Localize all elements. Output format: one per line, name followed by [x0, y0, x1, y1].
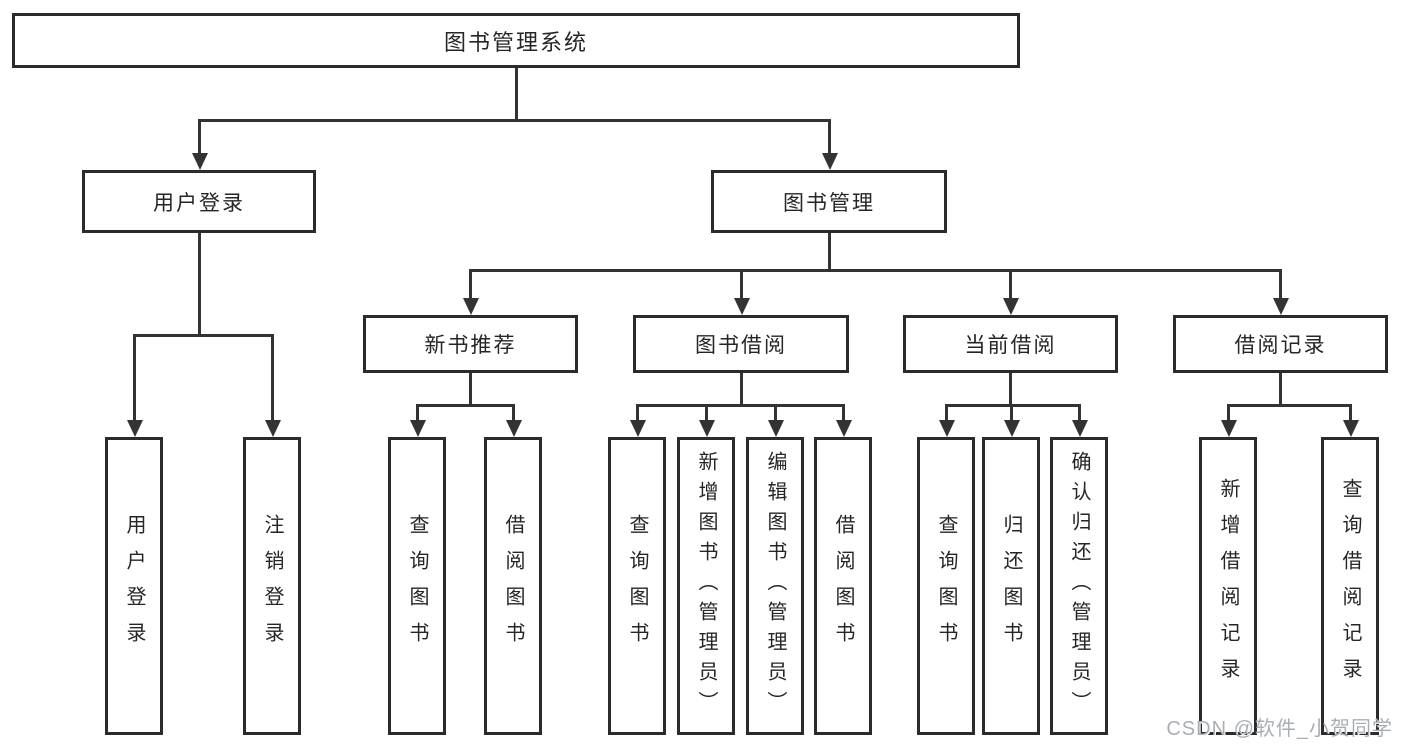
- connector-userlogin-stem: [198, 233, 201, 336]
- leaf-label: 编辑图书（管理员）: [764, 451, 786, 721]
- connector-drop: [740, 269, 743, 299]
- node-label: 图书管理: [783, 191, 875, 215]
- node-book-management: 图书管理: [711, 170, 947, 233]
- node-label: 借阅记录: [1234, 334, 1327, 357]
- arrowhead-down-icon: [463, 298, 479, 315]
- arrowhead-down-icon: [192, 153, 208, 170]
- connector-userlogin-branch: [133, 334, 273, 337]
- connector-drop: [1078, 404, 1081, 422]
- leaf-label: 查询图书: [626, 514, 648, 658]
- arrowhead-down-icon: [1003, 298, 1019, 315]
- node-label: 用户登录: [153, 191, 245, 215]
- connector-drop: [469, 269, 472, 299]
- node-label: 图书管理系统: [443, 29, 588, 55]
- leaf-label: 确认归还（管理员）: [1068, 451, 1090, 721]
- leaf-current-return-books: 归还图书: [982, 437, 1040, 735]
- node-library-management-system: 图书管理系统: [12, 13, 1020, 68]
- node-current-borrowing: 当前借阅: [903, 315, 1118, 373]
- leaf-newbook-query-books: 查询图书: [388, 437, 446, 735]
- leaf-borrow-query-books: 查询图书: [608, 437, 666, 735]
- leaf-newbook-borrow-books: 借阅图书: [484, 437, 542, 735]
- node-user-login: 用户登录: [82, 170, 316, 233]
- node-borrowing-records: 借阅记录: [1173, 315, 1388, 373]
- connector-root-stem: [515, 68, 518, 120]
- leaf-user-login: 用户登录: [105, 437, 163, 735]
- connector-root-branch: [198, 119, 831, 122]
- connector-bookmgmt-stem: [828, 233, 831, 272]
- leaf-label: 借阅图书: [502, 514, 524, 658]
- connector-drop: [1227, 404, 1230, 422]
- leaf-borrow-borrow-books: 借阅图书: [814, 437, 872, 735]
- connector-drop: [198, 119, 201, 155]
- connector-drop: [1009, 269, 1012, 299]
- arrowhead-down-icon: [410, 420, 426, 437]
- leaf-current-query-books: 查询图书: [917, 437, 975, 735]
- connector-borrow-stem: [740, 373, 743, 407]
- connector-drop: [416, 404, 419, 422]
- connector-drop: [1010, 404, 1013, 422]
- arrowhead-down-icon: [127, 420, 143, 437]
- arrowhead-down-icon: [1273, 298, 1289, 315]
- connector-records-branch: [1227, 404, 1351, 407]
- connector-drop: [1279, 269, 1282, 299]
- leaf-logout-login: 注销登录: [243, 437, 301, 735]
- arrowhead-down-icon: [506, 420, 522, 437]
- leaf-label: 查询图书: [406, 514, 428, 658]
- leaf-label: 新增借阅记录: [1217, 478, 1239, 694]
- connector-records-stem: [1279, 373, 1282, 407]
- arrowhead-down-icon: [1221, 420, 1237, 437]
- connector-drop: [512, 404, 515, 422]
- node-label: 新书推荐: [424, 334, 517, 357]
- arrowhead-down-icon: [836, 420, 852, 437]
- connector-bookmgmt-branch: [469, 269, 1282, 272]
- connector-drop: [828, 119, 831, 155]
- leaf-current-confirm-return-admin: 确认归还（管理员）: [1050, 437, 1108, 735]
- leaf-label: 用户登录: [123, 514, 145, 658]
- leaf-label: 借阅图书: [832, 514, 854, 658]
- leaf-records-add-record: 新增借阅记录: [1199, 437, 1257, 735]
- connector-borrow-branch: [636, 404, 845, 407]
- leaf-label: 查询借阅记录: [1339, 478, 1361, 694]
- arrowhead-down-icon: [1343, 420, 1359, 437]
- connector-drop: [945, 404, 948, 422]
- leaf-label: 查询图书: [935, 514, 957, 658]
- csdn-watermark: CSDN @软件_小贺同学: [1166, 718, 1393, 740]
- connector-drop: [1349, 404, 1352, 422]
- connector-newbook-stem: [469, 373, 472, 407]
- arrowhead-down-icon: [699, 420, 715, 437]
- arrowhead-down-icon: [822, 153, 838, 170]
- arrowhead-down-icon: [768, 420, 784, 437]
- node-label: 图书借阅: [695, 334, 787, 357]
- connector-drop: [842, 404, 845, 422]
- connector-drop: [774, 404, 777, 422]
- leaf-label: 归还图书: [1000, 514, 1022, 658]
- node-new-book-recommend: 新书推荐: [363, 315, 578, 373]
- leaf-borrow-add-books-admin: 新增图书（管理员）: [677, 437, 735, 735]
- arrowhead-down-icon: [939, 420, 955, 437]
- leaf-records-query-record: 查询借阅记录: [1321, 437, 1379, 735]
- arrowhead-down-icon: [1004, 420, 1020, 437]
- leaf-label: 注销登录: [261, 514, 283, 658]
- connector-drop: [133, 334, 136, 421]
- connector-newbook-branch: [416, 404, 515, 407]
- node-book-borrowing: 图书借阅: [633, 315, 849, 373]
- connector-drop: [705, 404, 708, 422]
- leaf-label: 新增图书（管理员）: [695, 451, 717, 721]
- arrowhead-down-icon: [630, 420, 646, 437]
- node-label: 当前借阅: [964, 334, 1057, 357]
- arrowhead-down-icon: [1072, 420, 1088, 437]
- arrowhead-down-icon: [734, 298, 750, 315]
- leaf-borrow-edit-books-admin: 编辑图书（管理员）: [746, 437, 804, 735]
- arrowhead-down-icon: [265, 420, 281, 437]
- connector-drop: [636, 404, 639, 422]
- connector-drop: [271, 334, 274, 421]
- connector-current-stem: [1009, 373, 1012, 407]
